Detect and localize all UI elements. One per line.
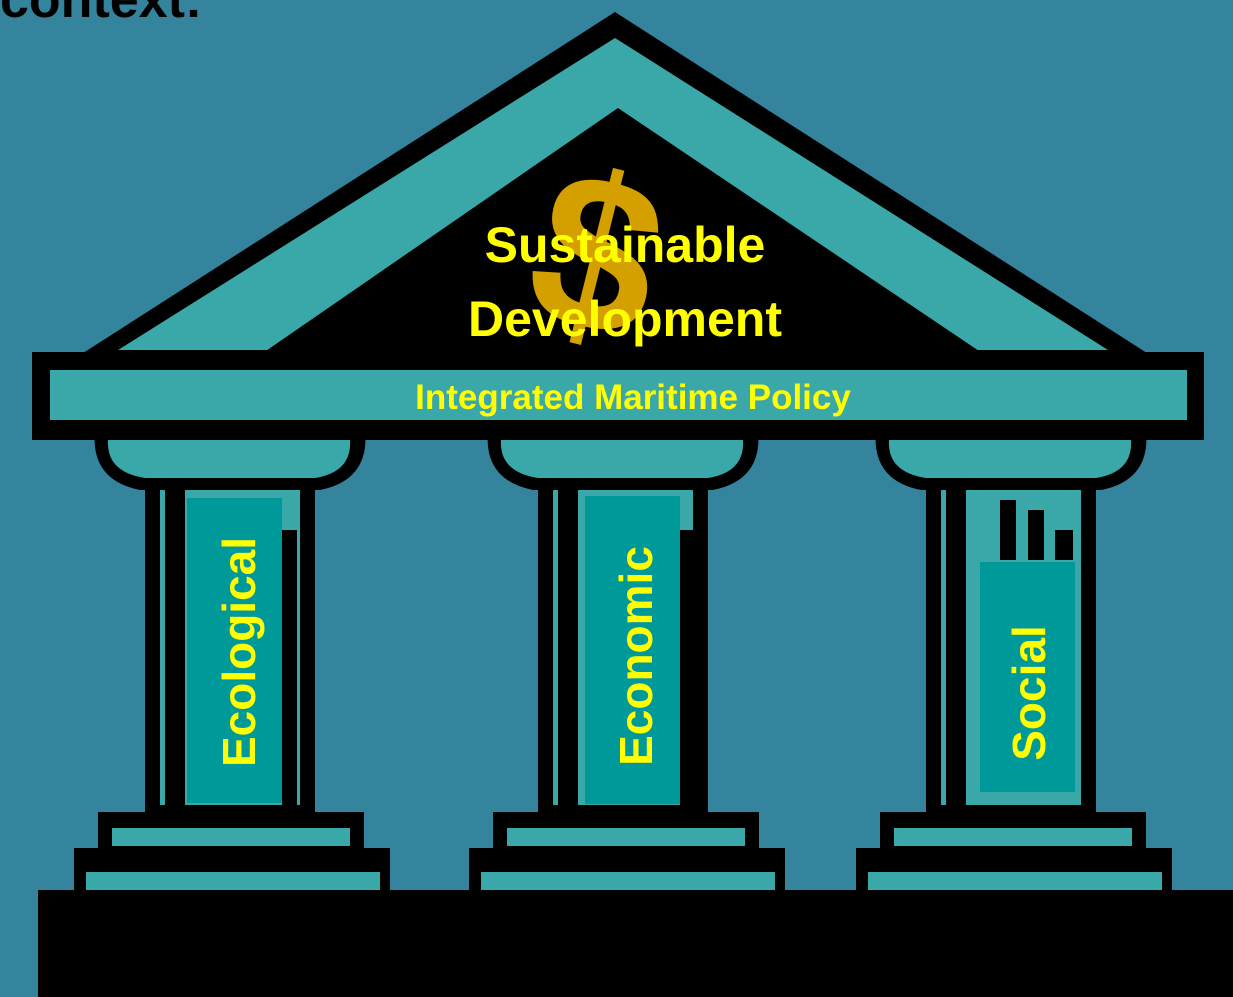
pillar-label-ecological: Ecological — [213, 537, 265, 767]
pillar-label-economic: Economic — [610, 546, 662, 766]
roof-title-line-2: Development — [468, 291, 782, 347]
pillar-economic — [469, 430, 785, 898]
beam-label: Integrated Maritime Policy — [415, 378, 851, 417]
roof-title-line-1: Sustainable — [485, 217, 766, 273]
beam — [32, 352, 1204, 440]
temple-roof — [80, 12, 1150, 355]
pillar-label-social: Social — [1003, 625, 1055, 761]
slide-heading: context: — [0, 0, 203, 29]
pillar-social — [856, 430, 1172, 898]
temple-base — [38, 890, 1233, 997]
pillar-ecological — [74, 430, 390, 898]
